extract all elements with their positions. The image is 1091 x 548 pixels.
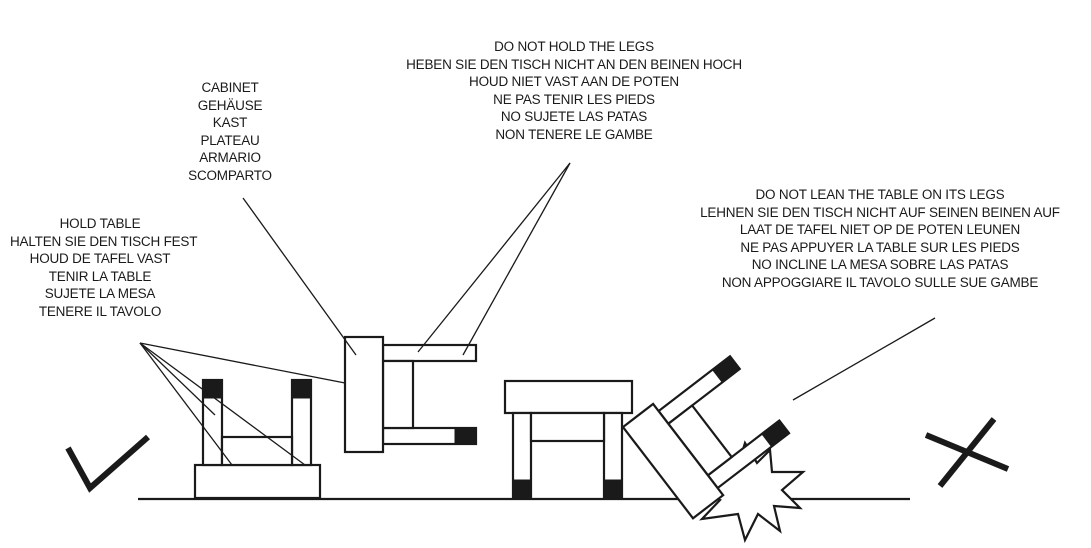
label-line: HOUD NIET VAST AAN DE POTEN [469, 74, 679, 90]
leg-foot [454, 427, 477, 445]
label-do-not-hold-legs: DO NOT HOLD THE LEGS HEBEN SIE DEN TISCH… [404, 38, 744, 144]
label-cabinet: CABINET GEHÄUSE KAST PLATEAU ARMARIO SCO… [170, 79, 290, 185]
label-line: DO NOT HOLD THE LEGS [494, 39, 654, 54]
table-standing [503, 379, 634, 500]
label-line: HALTEN SIE DEN TISCH FEST [10, 233, 198, 249]
table-cabinet [381, 359, 415, 430]
label-line: TENERE IL TAVOLO [38, 303, 162, 319]
table-cabinet [220, 435, 294, 467]
label-line: SUJETE LA MESA [44, 286, 156, 302]
label-line: DO NOT LEAN THE TABLE ON ITS LEGS [755, 187, 1005, 202]
hold-legs-pointers [417, 162, 571, 356]
leg-foot [291, 379, 312, 399]
label-line: SCOMPARTO [188, 167, 272, 183]
label-line: TENIR LA TABLE [48, 268, 152, 284]
label-line: ARMARIO [199, 150, 261, 166]
label-line: NE PAS APPUYER LA TABLE SUR LES PIEDS [740, 239, 1020, 255]
label-line: HOUD DE TAFEL VAST [29, 251, 171, 267]
table-top [193, 463, 322, 500]
label-line: LAAT DE TAFEL NIET OP DE POTEN LEUNEN [739, 222, 1021, 238]
label-line: GEHÄUSE [197, 97, 263, 113]
label-line: NO INCLINE LA MESA SOBRE LAS PATAS [751, 257, 1009, 273]
label-line: NON TENERE LE GAMBE [495, 126, 653, 142]
table-leaning-on-legs [621, 354, 791, 520]
table-top [621, 402, 725, 520]
check-mark-icon [65, 434, 150, 493]
leg-foot [711, 355, 741, 384]
cross-mark-icon [924, 417, 1010, 488]
label-line: PLATEAU [200, 132, 260, 148]
leg-foot [202, 379, 223, 399]
label-line: NE PAS TENIR LES PIEDS [493, 91, 655, 107]
label-line: NO SUJETE LAS PATAS [500, 109, 648, 125]
label-line: HOLD TABLE [59, 216, 141, 231]
label-line: KAST [212, 115, 248, 131]
table-held-by-legs [343, 335, 478, 454]
label-line: CABINET [201, 80, 259, 95]
label-do-not-lean: DO NOT LEAN THE TABLE ON ITS LEGS LEHNEN… [700, 186, 1060, 292]
cabinet-pointer [242, 197, 357, 356]
hold-table-pointers [139, 342, 346, 466]
table-held-correctly [193, 378, 322, 500]
leg-foot [761, 419, 790, 448]
table-top [503, 379, 634, 415]
lean-pointer [792, 317, 936, 401]
label-line: LEHNEN SIE DEN TISCH NICHT AUF SEINEN BE… [700, 204, 1060, 220]
table-leg [381, 343, 478, 363]
table-cabinet [529, 411, 606, 443]
label-hold-table: HOLD TABLE HALTEN SIE DEN TISCH FEST HOU… [10, 215, 198, 321]
label-line: NON APPOGGIARE IL TAVOLO SULLE SUE GAMBE [721, 274, 1039, 290]
table-top [343, 335, 385, 454]
label-line: HEBEN SIE DEN TISCH NICHT AN DEN BEINEN … [406, 56, 742, 72]
leg-foot [603, 479, 623, 499]
leg-foot [512, 479, 532, 499]
